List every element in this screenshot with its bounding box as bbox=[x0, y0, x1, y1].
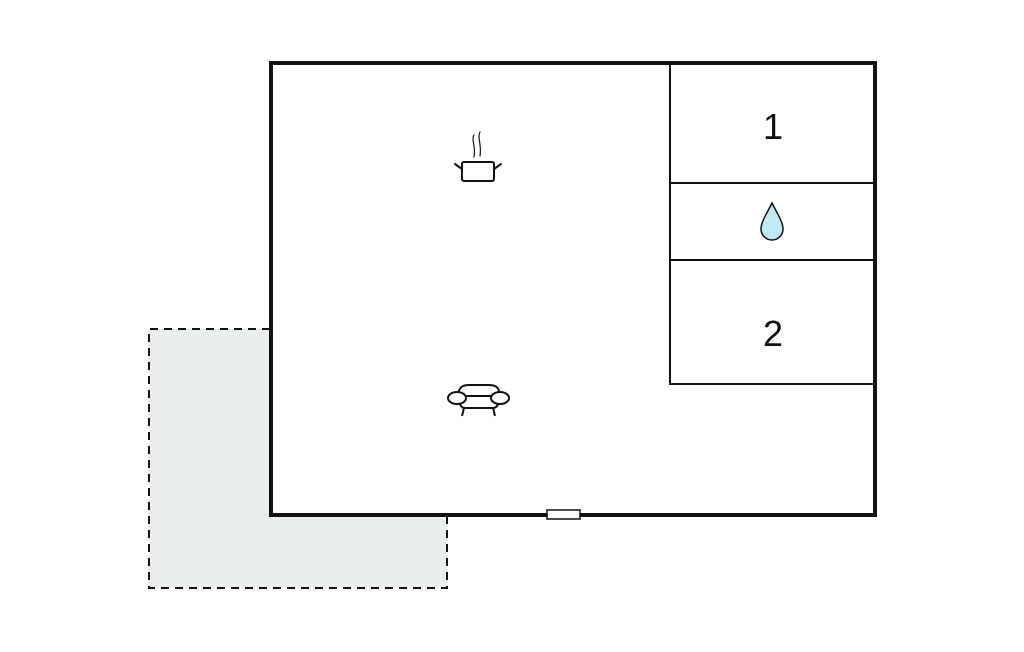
room-label-1: 1 bbox=[763, 106, 783, 147]
house-outer-wall bbox=[269, 61, 877, 517]
entrance-door bbox=[546, 509, 581, 520]
inner-walls bbox=[669, 63, 873, 385]
room-label-2: 2 bbox=[763, 313, 783, 354]
sofa-icon bbox=[447, 384, 510, 417]
water-drop-icon bbox=[760, 201, 784, 241]
cooking-pot-icon bbox=[454, 131, 502, 182]
